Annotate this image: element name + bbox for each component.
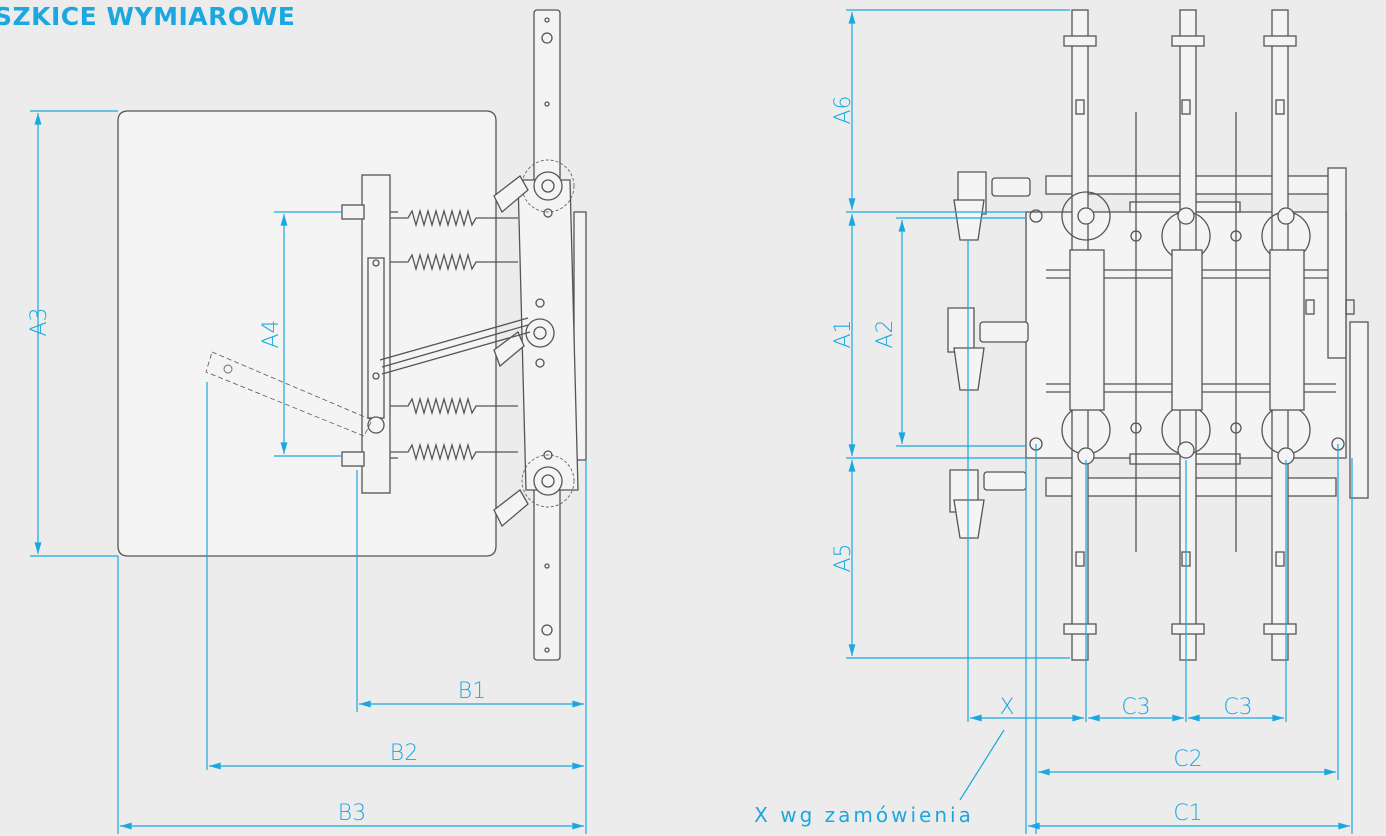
left-view: A3 A4 B1 B2 B3 [27, 9, 587, 834]
dim-a1-label: A1 [831, 319, 856, 348]
terminals-left [947, 171, 1031, 539]
dim-a3-label: A3 [27, 307, 52, 336]
dim-c3-left-label: C3 [1121, 695, 1150, 720]
dim-c2-label: C2 [1173, 747, 1202, 772]
dim-b2-label: B2 [390, 741, 418, 766]
dim-a6-label: A6 [831, 95, 856, 124]
dim-c3-right-label: C3 [1223, 695, 1252, 720]
dim-x-label: X [999, 695, 1014, 720]
left-dimensions [30, 110, 587, 834]
page-title: SZKICE WYMIAROWE [0, 2, 296, 31]
right-view: A6 A1 A2 A5 X C3 C3 C2 C1 X wg zamówieni… [754, 9, 1369, 834]
dim-a5-label: A5 [831, 543, 856, 572]
pole-2 [1161, 9, 1211, 661]
x-note: X wg zamówienia [754, 803, 974, 827]
pole-1 [1061, 9, 1111, 661]
dim-a4-label: A4 [259, 319, 284, 348]
right-dimensions [846, 9, 1353, 834]
dim-c1-label: C1 [1173, 801, 1202, 826]
handle-dashed [205, 351, 373, 437]
switch-arm [493, 9, 579, 661]
pole-3 [1261, 9, 1311, 661]
dim-a2-label: A2 [873, 319, 898, 348]
side-mechanism [1305, 167, 1369, 499]
connecting-rod [379, 317, 531, 375]
dim-b3-label: B3 [338, 801, 366, 826]
springs [390, 208, 518, 462]
dim-b1-label: B1 [458, 679, 486, 704]
insulator-column [341, 174, 398, 494]
mounting-plate [117, 110, 497, 557]
